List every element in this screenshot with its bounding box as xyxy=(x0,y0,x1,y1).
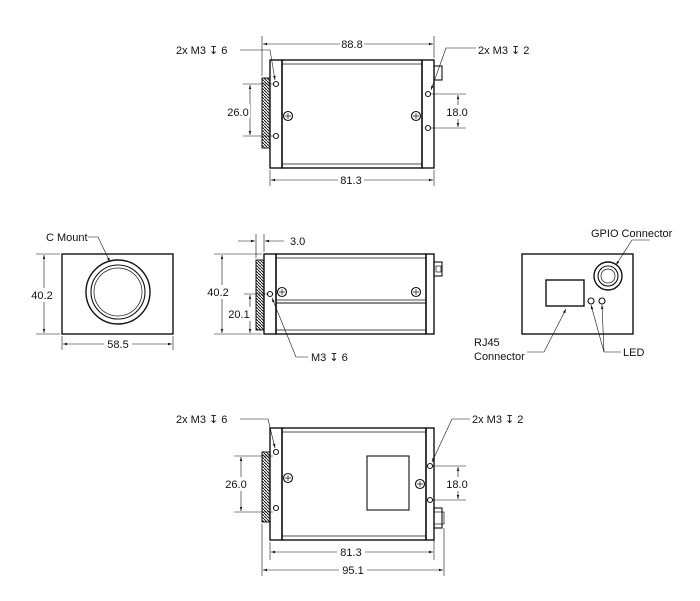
bottom-width-body-label: 81.3 xyxy=(340,547,361,559)
side-lens-flange xyxy=(255,259,265,331)
side-hole-height-label: 20.1 xyxy=(228,309,249,321)
gpio-connector-label: GPIO Connector xyxy=(591,228,673,240)
top-width-overall-label: 88.8 xyxy=(341,39,362,51)
rj45-label-line2: Connector xyxy=(474,351,525,363)
top-front-plate xyxy=(269,59,283,169)
rj45-label-line1: RJ45 xyxy=(474,337,500,349)
rear-view: GPIO Connector RJ45 Connector LED xyxy=(474,228,673,363)
front-width-label: 58.5 xyxy=(107,339,128,351)
top-rear-connector xyxy=(433,65,443,81)
top-hole-left-label: 2x M3 ↧ 6 xyxy=(176,45,227,57)
top-hole-icon xyxy=(424,124,432,132)
side-body xyxy=(275,253,427,335)
top-hole-right-label: 2x M3 ↧ 2 xyxy=(478,45,529,57)
led-icon xyxy=(587,297,595,305)
bottom-body xyxy=(281,427,427,541)
side-screw-icon xyxy=(410,286,422,298)
top-body xyxy=(281,59,423,169)
bottom-hole-right-label: 2x M3 ↧ 2 xyxy=(472,414,523,426)
bottom-rear-connector xyxy=(433,507,443,529)
bottom-rear-plate xyxy=(425,427,435,541)
front-view: 40.2 58.5 C Mount xyxy=(28,232,174,351)
rj45-connector-icon xyxy=(545,279,585,307)
bottom-width-overall-label: 95.1 xyxy=(342,565,363,577)
bottom-label-plate xyxy=(366,455,410,511)
c-mount-label: C Mount xyxy=(46,232,88,244)
c-mount-inner-ring xyxy=(90,264,146,320)
side-flange-thickness-label: 3.0 xyxy=(290,236,305,248)
led-icon xyxy=(598,297,606,305)
bottom-lens-flange xyxy=(261,451,271,523)
led-label: LED xyxy=(623,347,644,359)
bottom-screw-icon xyxy=(414,478,426,490)
top-lens-flange xyxy=(261,77,271,149)
rear-body xyxy=(521,253,634,335)
side-view: 3.0 40.2 20.1 M3 ↧ 6 xyxy=(203,234,443,364)
side-rear-plate xyxy=(425,253,435,335)
front-height-label: 40.2 xyxy=(31,290,52,302)
front-body xyxy=(61,253,174,335)
top-hole-icon xyxy=(272,132,280,140)
top-rear-plate xyxy=(421,59,435,169)
side-height-label: 40.2 xyxy=(207,287,228,299)
bottom-screw-icon xyxy=(282,472,294,484)
bottom-hole-icon xyxy=(426,496,434,504)
bottom-hole-spacing-left-label: 26.0 xyxy=(225,479,246,491)
bottom-hole-icon xyxy=(426,462,434,470)
top-view: 88.8 81.3 26.0 18.0 2x M3 ↧ 6 2x M3 ↧ 2 xyxy=(176,36,529,187)
top-hole-icon xyxy=(272,80,280,88)
bottom-front-plate xyxy=(269,427,283,541)
gpio-connector-icon xyxy=(593,261,623,291)
bottom-hole-spacing-right-label: 18.0 xyxy=(446,479,467,491)
bottom-hole-left-label: 2x M3 ↧ 6 xyxy=(176,414,227,426)
top-hole-icon xyxy=(424,90,432,98)
top-screw-icon xyxy=(282,110,294,122)
side-rear-connector xyxy=(433,261,443,277)
side-hole-icon xyxy=(266,290,274,298)
c-mount-outer-ring xyxy=(85,259,151,325)
lens-opening-icon xyxy=(93,267,143,317)
top-hole-spacing-left-label: 26.0 xyxy=(227,107,248,119)
side-hole-label: M3 ↧ 6 xyxy=(311,352,348,364)
top-width-body-label: 81.3 xyxy=(340,175,361,187)
top-screw-icon xyxy=(410,110,422,122)
bottom-hole-icon xyxy=(272,504,280,512)
bottom-hole-icon xyxy=(272,448,280,456)
top-hole-spacing-right-label: 18.0 xyxy=(446,107,467,119)
side-screw-icon xyxy=(276,286,288,298)
bottom-view: 26.0 18.0 81.3 95.1 2x M3 ↧ 6 2x M3 ↧ 2 xyxy=(176,414,523,577)
